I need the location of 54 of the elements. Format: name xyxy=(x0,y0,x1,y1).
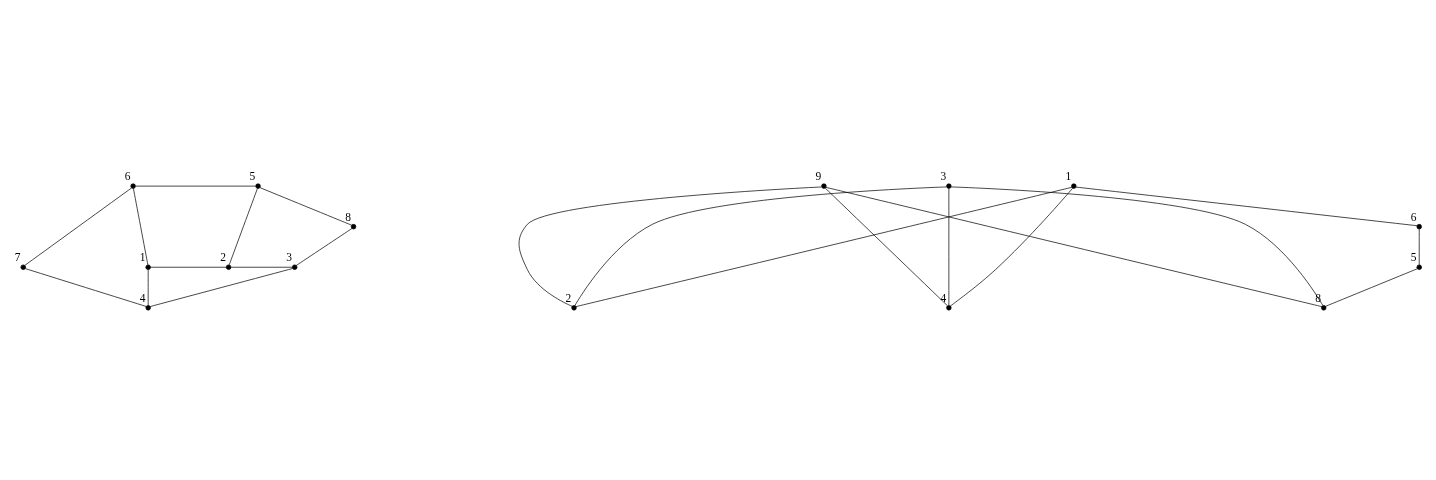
connector xyxy=(295,227,353,266)
node-label: 2 xyxy=(565,291,572,304)
connector xyxy=(24,267,147,307)
node-label: 1 xyxy=(1065,169,1072,182)
connector xyxy=(574,186,947,306)
connector xyxy=(1075,186,1418,226)
node-label: 8 xyxy=(1315,291,1322,304)
node-circle xyxy=(130,182,136,189)
connector xyxy=(230,266,293,268)
node-label: 7 xyxy=(14,250,21,263)
node-circle xyxy=(255,182,261,189)
connector xyxy=(24,187,132,266)
connector xyxy=(259,186,352,225)
node-label: 6 xyxy=(124,169,131,182)
connector xyxy=(948,187,950,306)
node-label: 1 xyxy=(139,250,146,263)
node-circle xyxy=(1416,223,1422,229)
connector xyxy=(518,186,822,307)
node-circle xyxy=(946,304,952,310)
node-label: 4 xyxy=(940,291,947,304)
connector xyxy=(825,186,1322,307)
node-circle xyxy=(145,304,151,310)
node-label: 9 xyxy=(815,169,822,182)
node-circle xyxy=(1416,264,1422,270)
node-circle xyxy=(1071,182,1077,189)
connector xyxy=(150,266,227,268)
node-circle xyxy=(350,223,357,229)
connector xyxy=(1325,267,1418,307)
node-label: 8 xyxy=(345,210,351,223)
connector xyxy=(135,185,256,186)
node-label: 3 xyxy=(940,169,947,182)
node-label: 3 xyxy=(286,250,292,263)
node-circle xyxy=(292,264,298,270)
node-label: 5 xyxy=(1410,250,1417,263)
node-label: 6 xyxy=(1410,210,1417,223)
connector xyxy=(228,187,258,265)
node-label: 2 xyxy=(220,250,226,263)
node-circle xyxy=(145,264,151,270)
connector xyxy=(950,187,1073,306)
node-circle xyxy=(821,182,827,189)
node-circle xyxy=(20,264,26,270)
connector xyxy=(133,187,149,265)
connector xyxy=(149,267,293,307)
connector xyxy=(575,186,1073,307)
connector xyxy=(147,268,149,306)
connector xyxy=(824,187,948,306)
node-circle xyxy=(571,304,577,310)
node-label: 5 xyxy=(249,169,256,182)
node-circle xyxy=(225,264,232,270)
node-label: 4 xyxy=(139,291,146,304)
node-circle xyxy=(946,182,952,189)
connector xyxy=(1418,228,1420,265)
connector xyxy=(950,186,1324,306)
node-circle xyxy=(1321,304,1327,310)
